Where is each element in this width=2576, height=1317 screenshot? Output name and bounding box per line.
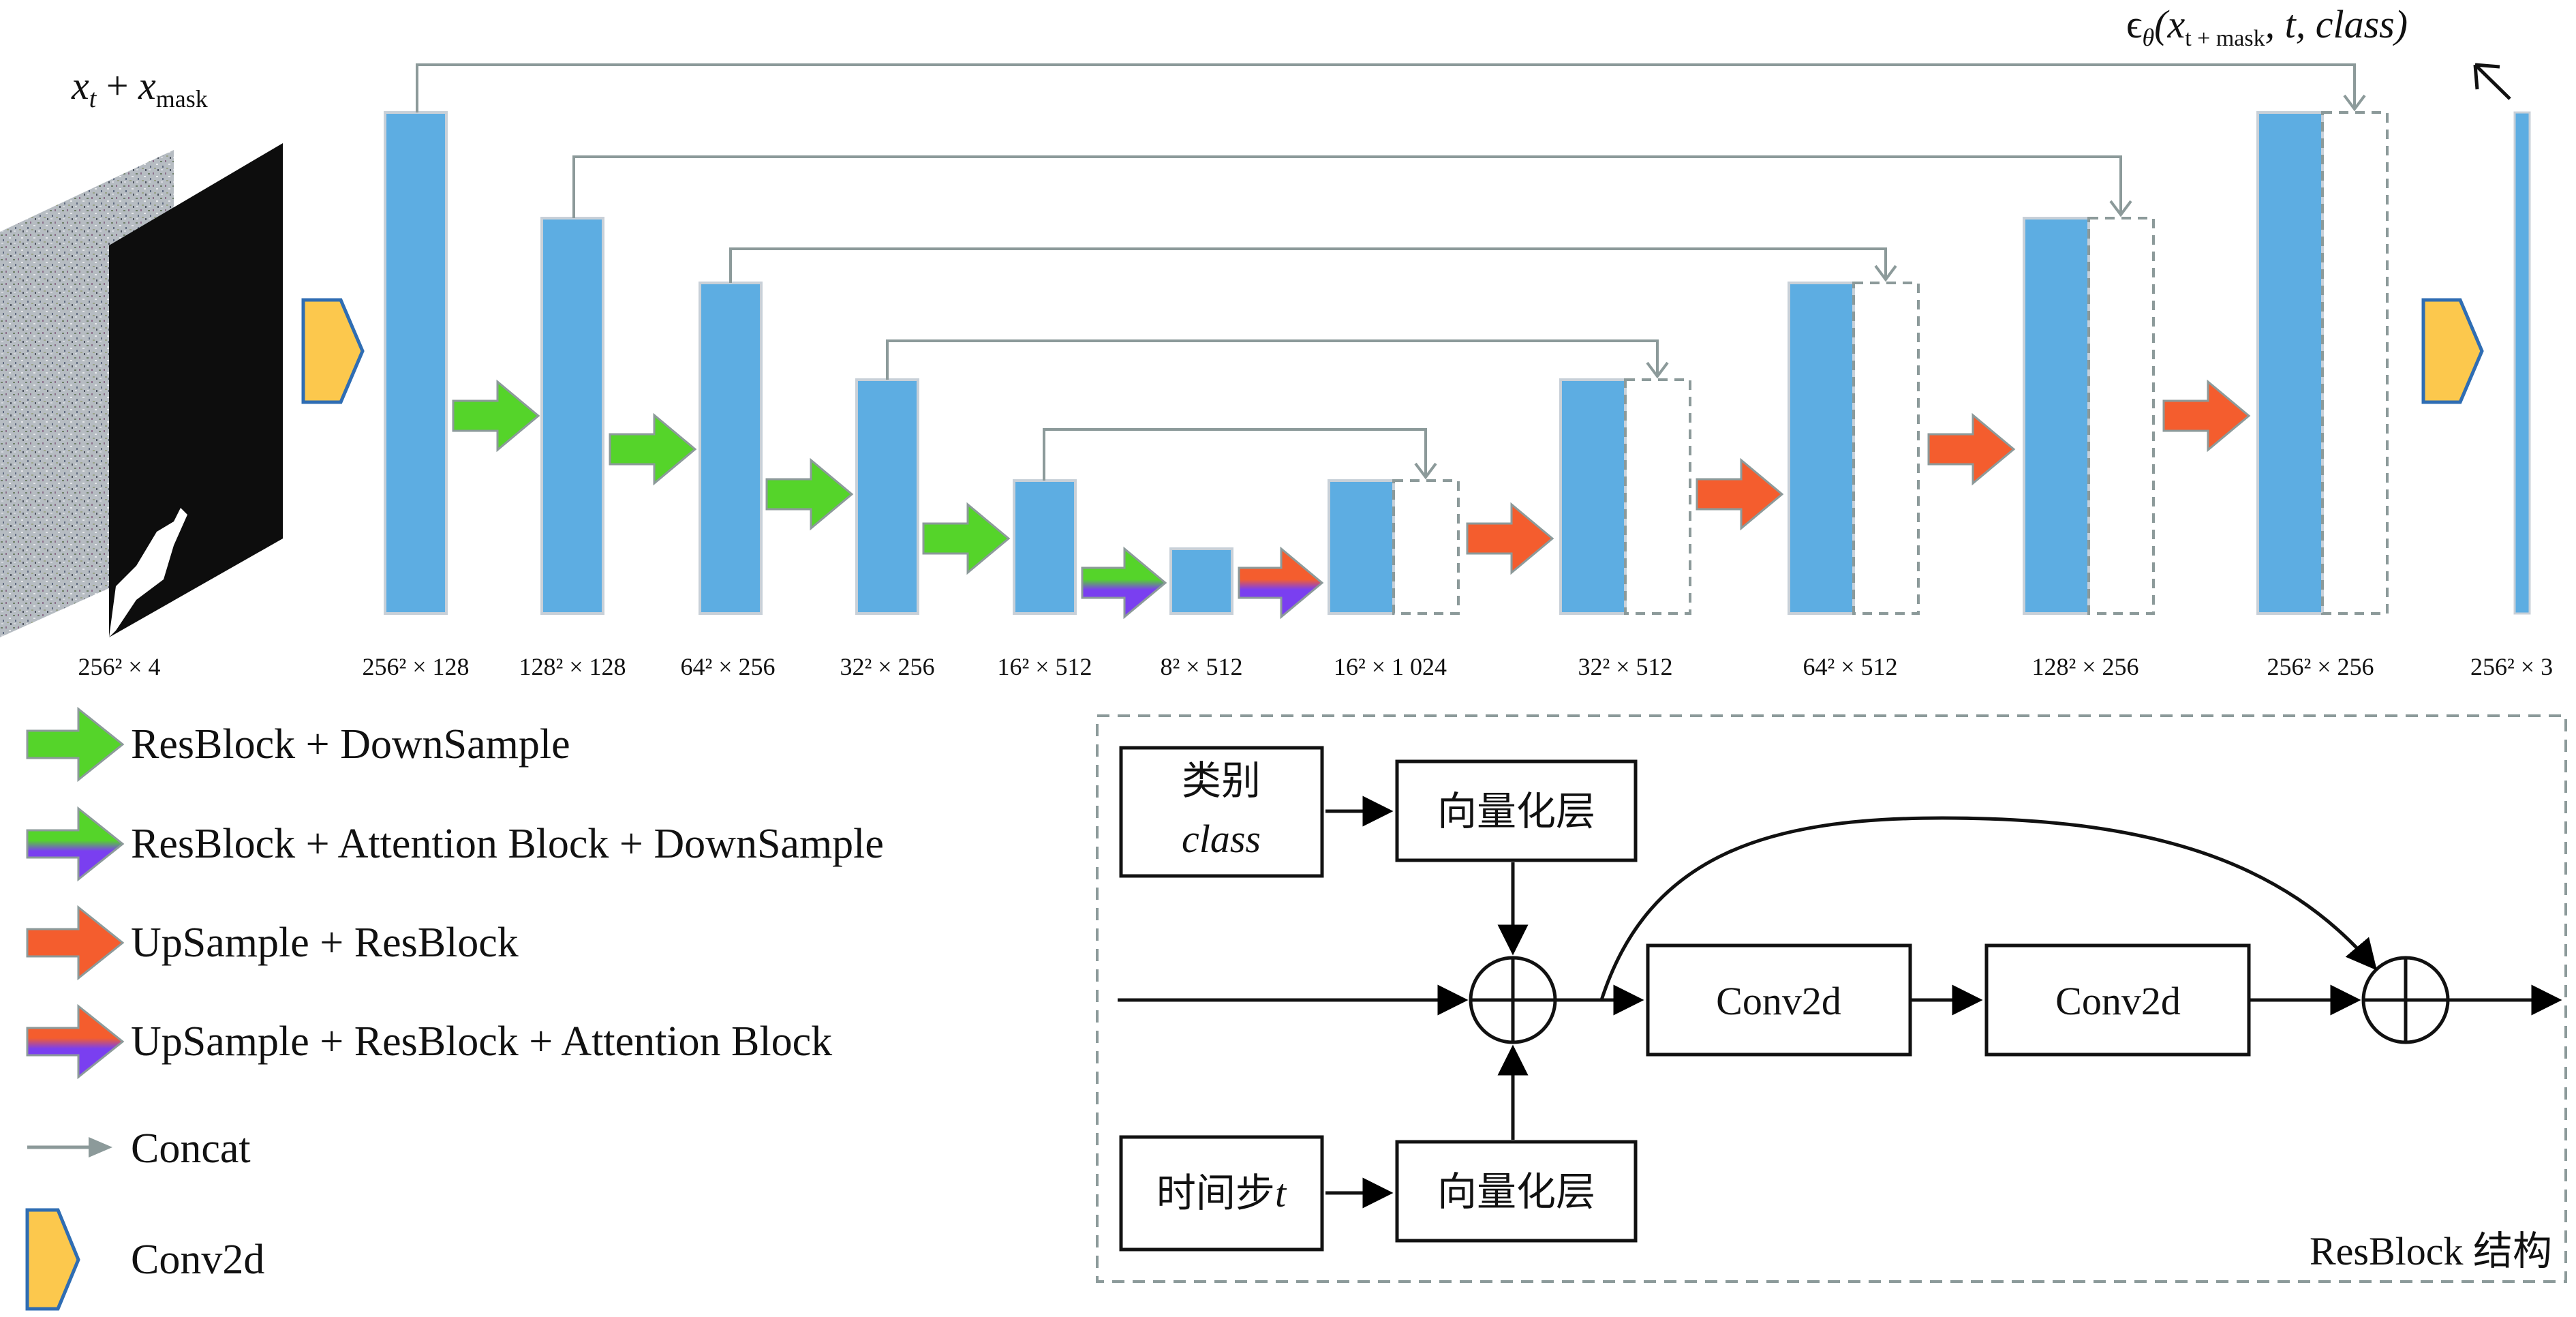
- conv2d-box-2-label: Conv2d: [2055, 979, 2181, 1023]
- enc-dim-label: 32² × 256: [840, 653, 934, 680]
- mask-image: [109, 143, 283, 637]
- green-purple-arrow-icon: [1081, 546, 1167, 620]
- legend-label: Conv2d: [131, 1237, 264, 1283]
- legend-label: ResBlock + DownSample: [131, 721, 570, 768]
- enc-block-3: [699, 282, 763, 615]
- resblock-structure: 类别 class 向量化层 时间步t 向量化层 Conv2d Conv2d: [1096, 714, 2567, 1283]
- dec-dim-label: 64² × 512: [1803, 653, 1897, 680]
- legend-green-purple-arrow-icon: [26, 806, 125, 882]
- output-dim-label: 256² × 3: [2470, 653, 2553, 680]
- skip-connection-5: [1043, 428, 1427, 481]
- dec-concat-4: [2087, 217, 2155, 615]
- conv2d-box-2: [1984, 943, 2251, 1057]
- legend-label: Concat: [131, 1125, 251, 1172]
- legend-label: ResBlock + Attention Block + DownSample: [131, 821, 884, 867]
- legend-label: UpSample + ResBlock + Attention Block: [131, 1018, 832, 1065]
- orange-arrow-icon: [1466, 502, 1554, 575]
- input-dim: 256² × 4: [78, 653, 160, 680]
- skip-connection-1: [416, 63, 2356, 112]
- enc-dim-label: 8² × 512: [1160, 653, 1242, 680]
- dec-dim-label: 256² × 256: [2267, 653, 2374, 680]
- add-node-2: [2361, 956, 2450, 1044]
- enc-block-4: [855, 378, 919, 615]
- dec-concat-1: [1392, 479, 1460, 615]
- conv2d-box-1-label: Conv2d: [1716, 979, 1841, 1023]
- enc-dim-label: 64² × 256: [680, 653, 775, 680]
- class-var: class: [1182, 817, 1261, 861]
- add-node-1: [1469, 956, 1557, 1044]
- dimension-labels: 256² × 128 128² × 128 64² × 256 32² × 25…: [362, 653, 2553, 680]
- legend-label: UpSample + ResBlock: [131, 920, 519, 966]
- dec-block-1: [1328, 479, 1395, 615]
- output-formula: ϵθ(xt + mask, t, class): [2126, 2, 2408, 51]
- conv2d-in-icon: [301, 298, 365, 404]
- legend: ResBlock + DownSample ResBlock + Attenti…: [25, 706, 884, 1311]
- skip-connections: [416, 63, 2366, 481]
- class-box: [1119, 746, 1324, 878]
- legend-orange-arrow-icon: [26, 905, 125, 981]
- enc-block-5: [1013, 479, 1077, 615]
- skip-connection-4: [886, 339, 1659, 380]
- bottleneck-block: [1169, 547, 1233, 615]
- embedding-layer-bottom-label: 向量化层: [1437, 1170, 1595, 1214]
- resblock-arrows: [1118, 796, 2562, 1209]
- green-arrow-icon: [765, 457, 854, 531]
- input-label: xt + xmask: [71, 63, 208, 113]
- enc-block-1: [384, 111, 448, 615]
- dec-block-4: [2023, 217, 2090, 615]
- resblock-frame: [1096, 714, 2567, 1283]
- conv2d-box-1: [1646, 943, 1912, 1057]
- dec-dim-label: 128² × 256: [2031, 653, 2138, 680]
- green-arrow-icon: [609, 412, 697, 486]
- timestep-box: [1119, 1135, 1324, 1252]
- orange-arrow-icon: [1927, 412, 2016, 486]
- timestep-label: 时间步t: [1156, 1171, 1287, 1215]
- dec-block-3: [1788, 282, 1855, 615]
- embedding-layer-bottom: [1395, 1140, 1638, 1243]
- legend-conv2d-icon: [25, 1208, 80, 1311]
- legend-orange-purple-arrow-icon: [26, 1003, 125, 1080]
- dec-dim-label: 16² × 1 024: [1334, 653, 1447, 680]
- enc-dim-label: 128² × 128: [519, 653, 626, 680]
- enc-block-2: [540, 217, 604, 615]
- dec-concat-5: [2321, 111, 2389, 615]
- orange-arrow-icon: [1696, 457, 1784, 531]
- dec-concat-3: [1852, 282, 1920, 615]
- orange-arrow-icon: [2162, 379, 2251, 453]
- orange-purple-arrow-icon: [1238, 546, 1324, 620]
- resblock-caption: ResBlock 结构: [2310, 1229, 2552, 1273]
- embedding-layer-top: [1395, 759, 1638, 862]
- class-label: 类别: [1182, 759, 1261, 803]
- skip-connection-2: [572, 155, 2122, 218]
- green-arrow-icon: [922, 502, 1011, 575]
- output-pointer-arrow: [2473, 63, 2511, 100]
- enc-dim-label: 256² × 128: [362, 653, 469, 680]
- dec-dim-label: 32² × 512: [1578, 653, 1672, 680]
- embedding-layer-top-label: 向量化层: [1437, 789, 1595, 834]
- encoder: [384, 111, 1233, 615]
- up-arrows: [1238, 379, 2251, 620]
- dec-block-2: [1559, 378, 1627, 615]
- mask-white-region: [109, 508, 187, 637]
- legend-green-arrow-icon: [26, 706, 125, 783]
- decoder: [1328, 111, 2531, 615]
- enc-dim-label: 16² × 512: [997, 653, 1092, 680]
- input-images: [0, 143, 283, 637]
- green-arrow-icon: [452, 379, 540, 453]
- skip-connection-3: [729, 247, 1887, 283]
- output-block: [2513, 111, 2531, 615]
- dec-block-5: [2256, 111, 2324, 615]
- down-arrows: [452, 379, 1167, 620]
- dec-concat-2: [1624, 378, 1691, 615]
- conv2d-out-icon: [2421, 298, 2484, 404]
- legend-concat-arrow-icon: [27, 1137, 112, 1157]
